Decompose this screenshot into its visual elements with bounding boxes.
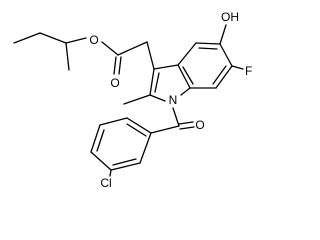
bond-ethyl-ch3: [13, 32, 41, 44]
bond-c5-c6: [219, 43, 233, 67]
bond-c4-c5-inner: [198, 47, 218, 50]
bond-c3a-c7a: [177, 64, 191, 89]
bond-carbonyl-ch2: [117, 41, 148, 56]
bond-c3a-c4: [177, 42, 197, 66]
bond-aryl-2: [99, 117, 128, 126]
bond-c2-n: [149, 94, 166, 102]
atom-label-fluorine: F: [245, 64, 252, 78]
bond-aryl-1-inner: [126, 123, 147, 137]
bond-ethyl-ch2: [39, 32, 67, 44]
bond-aryl-chlorine: [109, 169, 112, 177]
bond-c3-c3a: [153, 64, 179, 70]
atom-label-ester-oxygen: O: [89, 33, 98, 47]
bond-oxygen-carbonyl: [101, 41, 119, 56]
bond-carbonyl-double-a: [113, 56, 117, 75]
bond-acyl-double-a: [178, 121, 194, 125]
chemical-structure: O O OH F N O Cl: [13, 10, 252, 190]
bond-n-acyl-carbon: [172, 107, 180, 127]
bond-aryl-5-inner: [112, 158, 137, 166]
bond-carbonyl-double-b: [118, 56, 122, 75]
atom-labels: O O OH F N O Cl: [89, 10, 252, 190]
bond-c5-hydroxyl: [219, 24, 227, 45]
bonds: [13, 24, 244, 177]
bond-methine-oxygen: [65, 37, 87, 44]
bond-n-c7a: [180, 87, 191, 96]
bond-ch2-c3: [146, 41, 155, 70]
bond-c3a-c7a-inner: [182, 66, 194, 85]
bond-methine-methyl: [65, 42, 70, 71]
atom-label-hydroxyl: OH: [221, 10, 239, 24]
bond-c2-methyl: [123, 94, 151, 105]
atom-label-chlorine: Cl: [100, 176, 111, 190]
bond-aryl-3-inner: [96, 129, 105, 152]
bond-aryl-3: [90, 124, 101, 153]
bond-c6-c7-inner: [212, 65, 227, 85]
bond-c6-fluorine: [231, 65, 244, 70]
bond-acyl-aryl: [150, 125, 180, 134]
bond-aryl-6: [139, 132, 152, 164]
atom-label-carbonyl-oxygen: O: [110, 76, 119, 90]
bond-c6-c7: [215, 65, 233, 89]
bond-acyl-double-b: [179, 126, 195, 130]
atom-label-nitrogen: N: [169, 93, 178, 107]
bond-c3-c2-inner: [154, 72, 160, 93]
bond-aryl-1: [126, 117, 152, 134]
bond-c3-c2: [149, 68, 155, 96]
bond-aryl-5: [110, 162, 141, 171]
bond-aryl-4: [90, 151, 112, 171]
atom-label-amide-oxygen: O: [195, 118, 204, 132]
bond-c4-c5: [195, 42, 221, 45]
